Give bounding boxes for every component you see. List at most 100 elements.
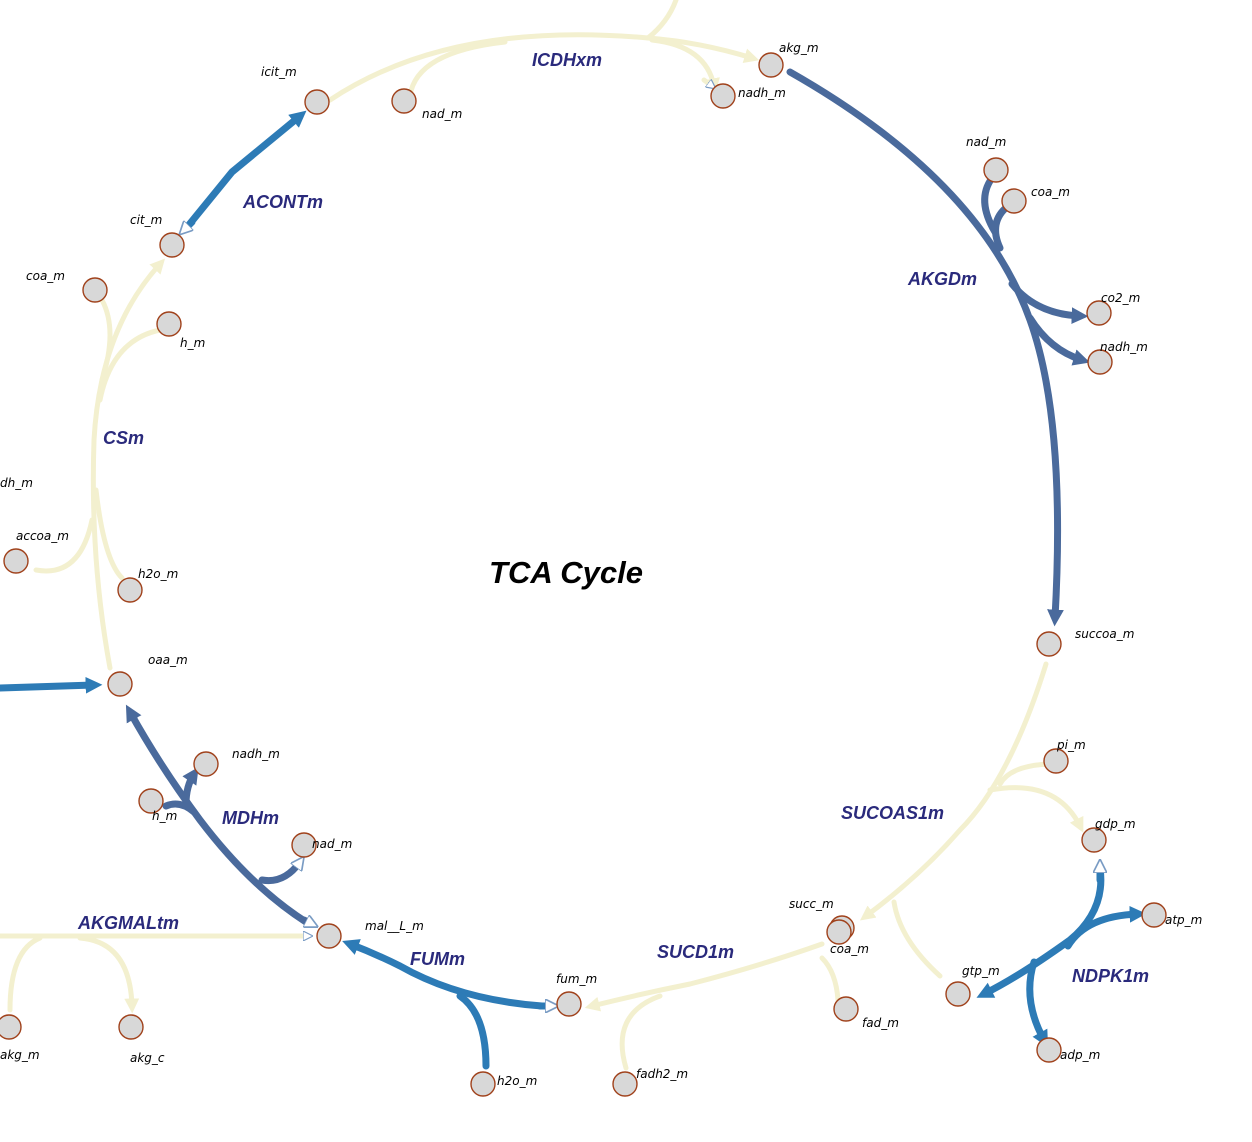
reaction-label-mdhm[interactable]: MDHm	[222, 808, 279, 828]
edge-akgdm-co2[interactable]	[1008, 280, 1089, 325]
edge-sucd1m-fad[interactable]	[819, 955, 841, 1003]
edge-sucd1m-main[interactable]	[584, 941, 825, 1012]
metabolite-label: h_m	[152, 809, 177, 823]
reaction-label-acontm[interactable]: ACONTm	[242, 192, 323, 212]
metabolite-label: h2o_m	[138, 567, 178, 581]
reaction-label-ndpk1m[interactable]: NDPK1m	[1072, 966, 1149, 986]
metabolite-coa-m-sucoas[interactable]: coa_m	[826, 919, 869, 956]
metabolite-label: cit_m	[130, 213, 162, 227]
edge-akgdm-nadh[interactable]	[1026, 314, 1091, 366]
metabolite-nad-m-icdh[interactable]: nad_m	[391, 88, 462, 121]
map-title: TCA Cycle	[489, 555, 643, 590]
edge-fumm-main[interactable]	[342, 939, 546, 1010]
metabolite-nadh-m-mdh[interactable]: nadh_m	[193, 747, 280, 777]
edge-csm-h[interactable]	[97, 327, 163, 403]
metabolite-coa-m-akgd[interactable]: coa_m	[1001, 185, 1070, 214]
edge-mdhm-nad[interactable]	[258, 862, 300, 885]
metabolite-adp-m[interactable]: adp_m	[1036, 1037, 1100, 1063]
edge-ndpk1m-atp[interactable]	[1064, 905, 1147, 950]
edge-acontm[interactable]	[184, 110, 307, 230]
edge-akgmaltm-akgc[interactable]	[77, 935, 140, 1014]
reaction-labels: ICDHxm ACONTm AKGDm CSm MDHm SUCOAS1m AK…	[77, 50, 1149, 986]
metabolite-atp-m[interactable]: atp_m	[1141, 902, 1202, 928]
metabolite-label: akg_m	[0, 1048, 40, 1062]
metabolite-nad-m-mdh[interactable]: nad_m	[291, 832, 352, 858]
metabolite-accoa-m[interactable]: accoa_m	[3, 529, 69, 574]
edge-mdhm-open[interactable]	[300, 920, 312, 924]
metabolite-nadh-m-akgd[interactable]: nadh_m	[1087, 340, 1148, 375]
metabolite-fum-m[interactable]: fum_m	[556, 972, 597, 1017]
metabolite-coa-m-cs[interactable]: coa_m	[26, 269, 108, 303]
metabolite-co2-m[interactable]: co2_m	[1086, 291, 1140, 326]
metabolite-pi-m[interactable]: pi_m	[1043, 738, 1086, 774]
metabolite-label: h_m	[180, 336, 205, 350]
metabolite-fad-m[interactable]: fad_m	[833, 996, 899, 1030]
reaction-label-csm[interactable]: CSm	[103, 428, 144, 448]
metabolite-label: nadh_m	[232, 747, 280, 761]
edge-mdhm-h[interactable]	[162, 800, 198, 816]
metabolite-cit-m[interactable]: cit_m	[130, 213, 185, 258]
edge-akgmaltm-akgm[interactable]	[7, 935, 43, 1013]
metabolite-succoa-m[interactable]: succoa_m	[1036, 627, 1134, 657]
edge-akgdm-main[interactable]	[786, 68, 1064, 627]
metabolite-gdp-m[interactable]: gdp_m	[1081, 817, 1136, 853]
metabolite-nad-m-akgd[interactable]: nad_m	[966, 135, 1009, 183]
edge-icdhxm-nadh[interactable]	[649, 37, 720, 94]
metabolite-h-m-mdh[interactable]: h_m	[138, 788, 177, 823]
edge-csm-coa[interactable]	[99, 297, 113, 383]
reaction-label-akgdm[interactable]: AKGDm	[907, 269, 977, 289]
edge-sucoas1m-pi[interactable]	[997, 761, 1051, 787]
edge-icdhxm-top[interactable]	[645, 0, 679, 41]
metabolite-label: accoa_m	[16, 529, 69, 543]
edge-csm-accoa[interactable]	[33, 517, 95, 574]
edge-oaa-incoming[interactable]	[0, 676, 103, 694]
reaction-label-sucd1m[interactable]: SUCD1m	[657, 942, 734, 962]
metabolite-fadh2-m[interactable]: fadh2_m	[612, 1067, 688, 1097]
edge-icdhxm-open[interactable]	[701, 77, 712, 86]
edge-icdhxm-nad[interactable]	[407, 39, 508, 99]
edge-sucoas1m-gdp[interactable]	[987, 785, 1084, 833]
edge-csm-h2o[interactable]	[93, 487, 125, 581]
metabolite-mal-l-m[interactable]: mal__L_m	[316, 919, 424, 949]
metabolite-icit-m[interactable]: icit_m	[261, 65, 330, 115]
metabolite-akg-m-top[interactable]: akg_m	[758, 41, 819, 78]
metabolite-h2o-m-cs[interactable]: h2o_m	[117, 567, 178, 603]
edge-akgdm-coa[interactable]	[992, 202, 1012, 252]
reaction-label-sucoas1m[interactable]: SUCOAS1m	[841, 803, 944, 823]
metabolite-h2o-m-fum[interactable]: h2o_m	[470, 1071, 537, 1097]
metabolite-label: nad_m	[966, 135, 1006, 149]
reaction-label-fumm[interactable]: FUMm	[410, 949, 465, 969]
metabolite-akg-c[interactable]: akg_c	[118, 1014, 165, 1065]
metabolite-label: adp_m	[1060, 1048, 1100, 1062]
metabolite-label: nadh_m	[1100, 340, 1148, 354]
reaction-label-akgmaltm[interactable]: AKGMALtm	[77, 913, 179, 933]
edge-sucoas1m-gtp[interactable]	[891, 899, 943, 979]
edge-sucoas1m-main[interactable]	[859, 661, 1049, 921]
metabolite-label: coa_m	[26, 269, 65, 283]
reaction-edges	[0, 0, 1147, 1071]
metabolite-oaa-m[interactable]: oaa_m	[107, 653, 188, 697]
edge-sucd1m-fadh2[interactable]	[619, 993, 663, 1071]
metabolite-nadh-m-icdh[interactable]: nadh_m	[710, 83, 786, 109]
edge-acontm-open[interactable]	[184, 218, 196, 230]
reaction-label-icdhxm[interactable]: ICDHxm	[532, 50, 602, 70]
edge-csm-main[interactable]	[90, 258, 166, 671]
edge-mdhm-nadh[interactable]	[182, 767, 199, 808]
metabolite-akg-m-bottom[interactable]: akg_m	[0, 1014, 40, 1062]
metabolite-label: akg_c	[130, 1051, 165, 1065]
edge-mdhm-main[interactable]	[125, 704, 310, 926]
metabolite-h-m-cs[interactable]: h_m	[156, 311, 205, 350]
metabolite-label: co2_m	[1101, 291, 1140, 305]
metabolite-label: h2o_m	[497, 1074, 537, 1088]
metabolite-label: oaa_m	[148, 653, 188, 667]
metabolite-label: coa_m	[1031, 185, 1070, 199]
metabolite-gtp-m[interactable]: gtp_m	[945, 964, 1000, 1007]
edge-fumm-h2o[interactable]	[456, 992, 490, 1070]
metabolite-label: mal__L_m	[365, 919, 424, 933]
edge-ndpk1m-adp[interactable]	[1026, 958, 1049, 1048]
metabolite-label: gtp_m	[962, 964, 1000, 978]
metabolite-label: gdp_m	[1095, 817, 1136, 831]
edge-icdhxm-main[interactable]	[327, 32, 760, 103]
metabolite-label: succoa_m	[1075, 627, 1134, 641]
